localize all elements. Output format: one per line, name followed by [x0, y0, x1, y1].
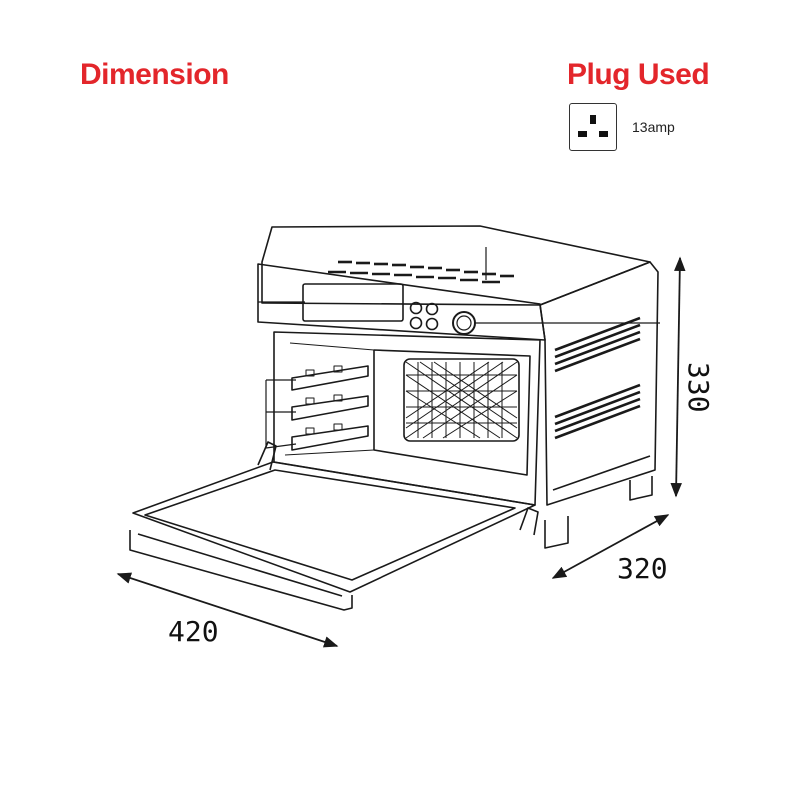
- control-buttons: [409, 301, 439, 331]
- rack-rails: [291, 365, 369, 451]
- height-dimension-arrow: [670, 256, 686, 498]
- dimension-heading: Dimension: [80, 58, 229, 91]
- height-dimension-label: 330: [682, 362, 715, 413]
- control-knob: [452, 311, 476, 335]
- width-dimension-label: 420: [168, 615, 219, 648]
- oven-foot-right: [629, 476, 653, 501]
- fan-grille: [403, 358, 520, 442]
- oven-door-handle: [129, 530, 353, 611]
- plug-used-heading: Plug Used: [567, 58, 710, 91]
- door-hinges: [257, 441, 539, 536]
- side-trim-line: [552, 455, 651, 491]
- plug-pin-earth: [590, 115, 596, 124]
- fan-grille-pattern: [405, 361, 518, 439]
- depth-dimension-arrow: [551, 514, 670, 579]
- oven-side-face: [539, 261, 659, 506]
- plug-pin-left: [578, 131, 587, 137]
- oven-top-face: [261, 225, 651, 306]
- oven-door-glass: [144, 469, 516, 581]
- uk-plug-socket-icon: [569, 103, 617, 151]
- plug-rating-label: 13amp: [632, 119, 675, 135]
- oven-cavity-opening: [273, 331, 541, 506]
- oven-foot-front: [544, 516, 569, 549]
- cavity-back-wall: [373, 349, 531, 476]
- side-vents-upper: [554, 316, 641, 373]
- plug-pin-right: [599, 131, 608, 137]
- width-dimension-arrow: [116, 572, 339, 648]
- oven-door-frame: [132, 461, 536, 593]
- depth-dimension-label: 320: [617, 552, 668, 585]
- side-vents-lower: [554, 383, 641, 440]
- display-window: [302, 283, 404, 322]
- rack-leader-lines: [265, 379, 297, 449]
- top-vent-slots: [328, 260, 514, 284]
